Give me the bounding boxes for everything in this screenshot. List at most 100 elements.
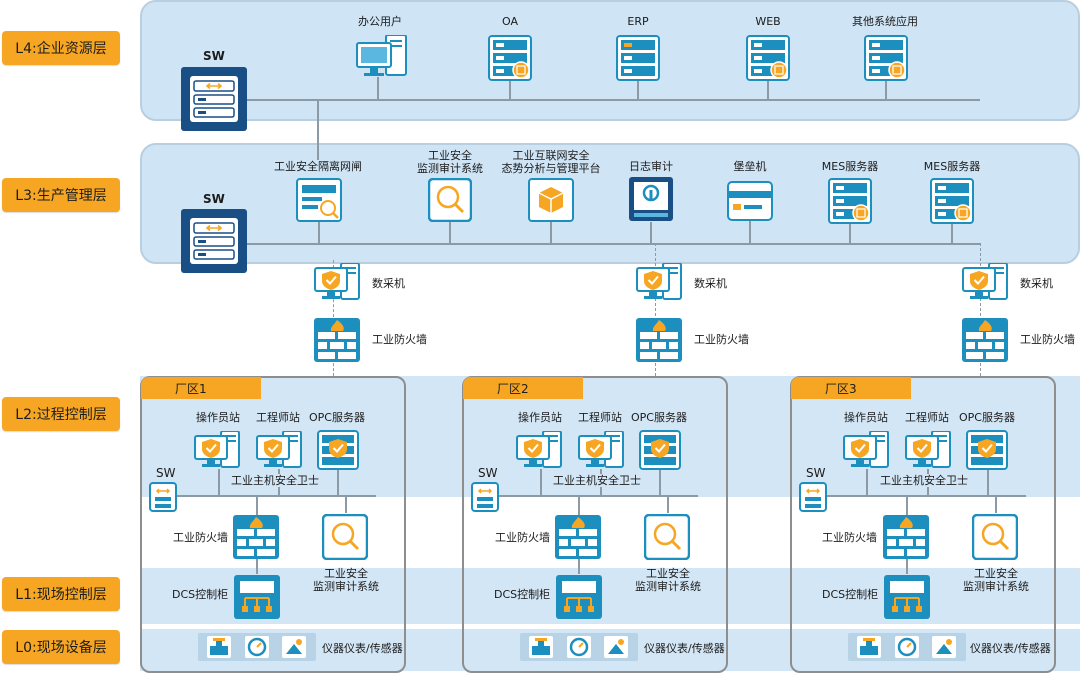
zone2-label-audit: 工业安全 监测审计系统	[635, 567, 701, 593]
zone3-drop-op	[866, 469, 868, 495]
dcs-cabinet-icon	[884, 575, 930, 619]
server-icon	[616, 35, 660, 81]
zone1-drop-fw	[256, 495, 258, 515]
zone3-label-instruments: 仪器仪表/传感器	[970, 642, 1051, 655]
zone2-drop-opc	[659, 470, 661, 495]
zone3-drop-fw	[906, 495, 908, 515]
zone3-label-operator: 操作员站	[844, 411, 888, 424]
firewall-icon	[233, 515, 279, 559]
zone2-label-firewall: 工业防火墙	[495, 531, 550, 544]
l3-drop-log	[650, 222, 652, 243]
zone1-label-instruments: 仪器仪表/传感器	[322, 642, 403, 655]
engineer-station-icon	[256, 431, 302, 468]
zone-2	[462, 376, 728, 673]
dcs-cabinet-icon	[556, 575, 602, 619]
collector-icon	[636, 263, 682, 300]
l4-label-office: 办公用户	[358, 15, 402, 28]
zone-1-tag: 厂区1	[141, 377, 261, 399]
zone1-bus	[177, 495, 376, 497]
layer-label-l2: L2:过程控制层	[2, 397, 120, 431]
l4-drop-oa	[509, 81, 511, 99]
zone2-drop-fw	[578, 495, 580, 515]
sensor-icon	[932, 636, 956, 658]
zone1-drop-audit	[345, 495, 347, 513]
zone-1	[140, 376, 406, 673]
zone3-switch-icon	[799, 482, 827, 512]
zone1-label-hostguard: 工业主机安全卫士	[229, 474, 321, 487]
gateway-icon	[296, 178, 342, 222]
collector-icon	[962, 263, 1008, 300]
log-audit-icon	[629, 177, 673, 221]
l4-label-erp: ERP	[627, 15, 649, 28]
audit-icon	[972, 514, 1018, 560]
l3-label-log: 日志审计	[629, 160, 673, 173]
zone3-drop-dcs	[906, 559, 908, 574]
l4-drop-office	[377, 77, 379, 99]
l3-drop-mes2	[951, 224, 953, 243]
engineer-station-icon	[578, 431, 624, 468]
zone2-label-hostguard: 工业主机安全卫士	[551, 474, 643, 487]
firewall-icon	[555, 515, 601, 559]
zone1-switch-icon	[149, 482, 177, 512]
firewall-label-2: 工业防火墙	[694, 333, 749, 346]
l3-label-gateway: 工业安全隔离网闸	[274, 160, 362, 173]
l3-drop-audit	[449, 222, 451, 243]
operator-station-icon	[516, 431, 562, 468]
zone1-label-firewall: 工业防火墙	[173, 531, 228, 544]
audit-icon	[428, 178, 472, 222]
server-icon	[930, 178, 974, 224]
l3-label-bastion: 堡垒机	[733, 160, 767, 173]
downlink-2	[655, 243, 656, 376]
zone3-drop-audit	[995, 495, 997, 513]
l4-label-oa: OA	[502, 15, 518, 28]
l3-switch-icon	[181, 209, 247, 273]
l3-drop-gateway	[318, 222, 320, 243]
zone-3	[790, 376, 1056, 673]
valve-icon	[857, 636, 881, 658]
zone3-label-hostguard: 工业主机安全卫士	[878, 474, 970, 487]
server-icon	[828, 178, 872, 224]
zone2-label-instruments: 仪器仪表/传感器	[644, 642, 725, 655]
zone3-label-opc: OPC服务器	[959, 411, 1015, 424]
valve-icon	[529, 636, 553, 658]
l3-sw-label: SW	[203, 192, 225, 206]
opc-server-icon	[317, 430, 359, 470]
bastion-icon	[727, 181, 773, 221]
zone2-label-engineer: 工程师站	[578, 411, 622, 424]
l4-drop-web	[767, 81, 769, 99]
l4-label-other: 其他系统应用	[852, 15, 918, 28]
operator-station-icon	[843, 431, 889, 468]
layer-label-l0: L0:现场设备层	[2, 630, 120, 664]
engineer-station-icon	[905, 431, 951, 468]
operator-station-icon	[194, 431, 240, 468]
l3-label-mes1: MES服务器	[821, 160, 879, 173]
zone3-sw-label: SW	[806, 466, 826, 480]
l4-l3-link	[317, 100, 319, 160]
audit-icon	[322, 514, 368, 560]
l4-panel	[140, 0, 1080, 121]
zone3-label-firewall: 工业防火墙	[822, 531, 877, 544]
l3-label-audit: 工业安全 监测审计系统	[417, 149, 483, 175]
dcs-cabinet-icon	[234, 575, 280, 619]
layer-label-l1: L1:现场控制层	[2, 577, 120, 611]
zone2-label-dcs: DCS控制柜	[494, 588, 551, 601]
firewall-icon	[883, 515, 929, 559]
platform-icon	[528, 178, 574, 222]
server-icon	[488, 35, 532, 81]
collector-icon	[314, 263, 360, 300]
l4-drop-erp	[637, 81, 639, 99]
zone3-label-engineer: 工程师站	[905, 411, 949, 424]
l3-drop-platform	[550, 222, 552, 243]
firewall-icon	[636, 318, 682, 362]
l3-bus	[247, 243, 980, 245]
server-icon	[864, 35, 908, 81]
zone1-label-engineer: 工程师站	[256, 411, 300, 424]
server-icon	[746, 35, 790, 81]
firewall-icon	[314, 318, 360, 362]
zone1-drop-op	[218, 469, 220, 495]
zone1-label-dcs: DCS控制柜	[172, 588, 229, 601]
gauge-icon	[245, 636, 269, 658]
l4-switch-icon	[181, 67, 247, 131]
collector-label-1: 数采机	[372, 277, 405, 290]
zone-2-tag: 厂区2	[463, 377, 583, 399]
